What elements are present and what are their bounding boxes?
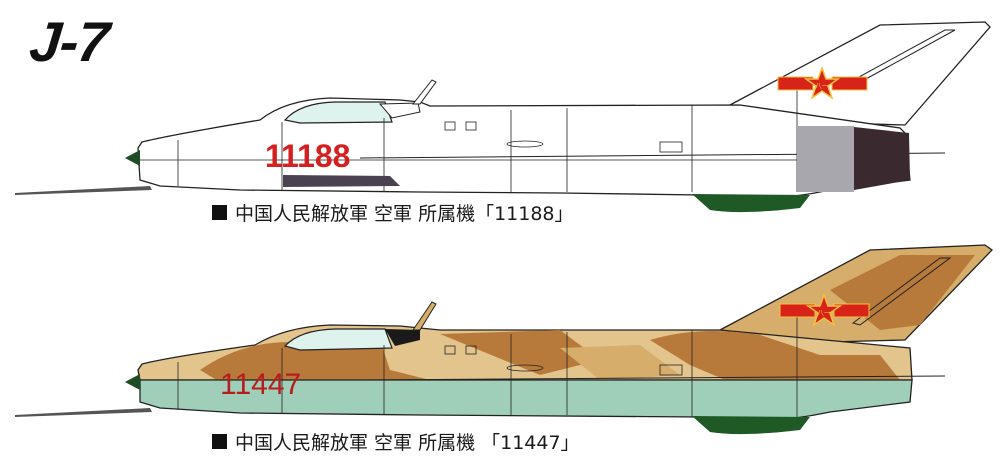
bullet-icon [212, 205, 227, 220]
caption-text: 中国人民解放軍 空軍 所属機 「11447」 [235, 432, 580, 454]
caption-aircraft-white: 中国人民解放軍 空軍 所属機「11188」 [212, 199, 574, 226]
canopy [283, 328, 393, 351]
nose-cone [125, 150, 140, 166]
insignia-tail: 八一 [779, 292, 870, 327]
nose-cone [125, 374, 140, 390]
windscreen-frame [385, 329, 420, 346]
caption-text: 中国人民解放軍 空軍 所属機「11188」 [235, 203, 574, 225]
pitot-tube [15, 186, 152, 195]
exhaust-dark [854, 127, 910, 190]
ventral-fin [692, 194, 810, 213]
nose-serial: 11447 [220, 368, 301, 401]
svg-text:八一: 八一 [815, 82, 829, 90]
exhaust-grey [797, 126, 854, 192]
intake-shadow [283, 175, 400, 187]
insignia-tail: 八一 [777, 65, 868, 100]
pitot-tube [15, 408, 152, 417]
fuselage [137, 97, 911, 200]
svg-text:八一: 八一 [817, 309, 831, 317]
aircraft-profile-white: 八一 11188 [0, 0, 1000, 215]
bullet-icon [212, 434, 227, 449]
caption-aircraft-camo: 中国人民解放軍 空軍 所属機 「11447」 [212, 428, 580, 455]
aircraft-profile-camo: 八一 11447 [0, 230, 1000, 445]
ventral-fin [692, 416, 810, 435]
aircraft-illustration-white: 八一 11188 [15, 21, 991, 213]
nose-serial: 11188 [265, 138, 350, 174]
aircraft-illustration-camo: 八一 11447 [15, 244, 993, 435]
